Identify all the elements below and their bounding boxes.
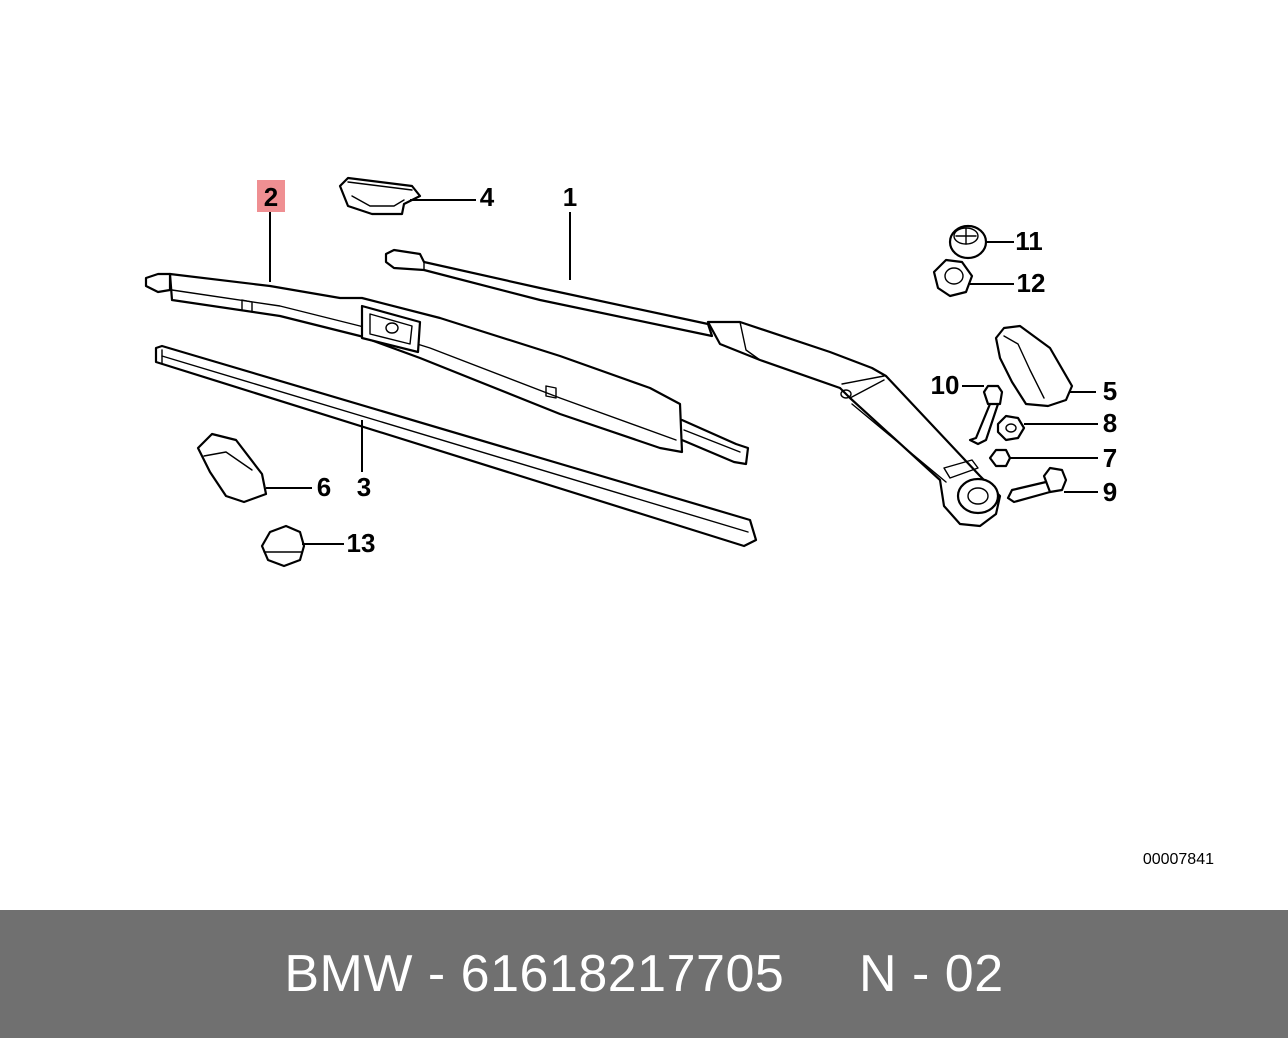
callout-12[interactable]: 12 bbox=[1017, 268, 1046, 298]
callout-7[interactable]: 7 bbox=[1103, 443, 1117, 473]
callout-6[interactable]: 6 bbox=[317, 472, 331, 502]
callout-10[interactable]: 10 bbox=[931, 370, 960, 400]
callout-8[interactable]: 8 bbox=[1103, 408, 1117, 438]
callout-9[interactable]: 9 bbox=[1103, 477, 1117, 507]
highlight-box bbox=[257, 180, 285, 212]
callout-11[interactable]: 11 bbox=[1015, 226, 1043, 256]
bolt-9 bbox=[1006, 466, 1068, 504]
wiper-blade-frame bbox=[144, 272, 750, 466]
pivot-cover bbox=[994, 324, 1074, 408]
nut-12 bbox=[932, 258, 974, 298]
callout-3[interactable]: 3 bbox=[357, 472, 371, 502]
bolt-10 bbox=[968, 384, 1004, 446]
callout-2[interactable]: 2 bbox=[264, 182, 278, 212]
small-cap bbox=[260, 524, 306, 568]
callout-1[interactable]: 1 bbox=[563, 182, 577, 212]
callout-13[interactable]: 13 bbox=[347, 528, 376, 558]
clip bbox=[338, 176, 422, 216]
wiper-rubber bbox=[154, 344, 758, 548]
leader-lines bbox=[266, 199, 1098, 545]
washer-7 bbox=[988, 448, 1012, 468]
grommet-11 bbox=[948, 224, 988, 260]
wiper-arm bbox=[384, 248, 1002, 528]
part-number-label: BMW - 61618217705 N - 02 bbox=[284, 945, 1004, 1003]
callout-5[interactable]: 5 bbox=[1103, 376, 1117, 406]
nut-8 bbox=[996, 414, 1026, 442]
callout-4[interactable]: 4 bbox=[480, 182, 495, 212]
cover-cap bbox=[196, 432, 268, 504]
diagram-number: 00007841 bbox=[1143, 851, 1214, 868]
parts-diagram: 2 1 4 3 6 13 11 12 10 5 8 7 9 00007841 bbox=[144, 176, 1214, 868]
part-number-footer: BMW - 61618217705 N - 02 bbox=[0, 910, 1288, 1038]
